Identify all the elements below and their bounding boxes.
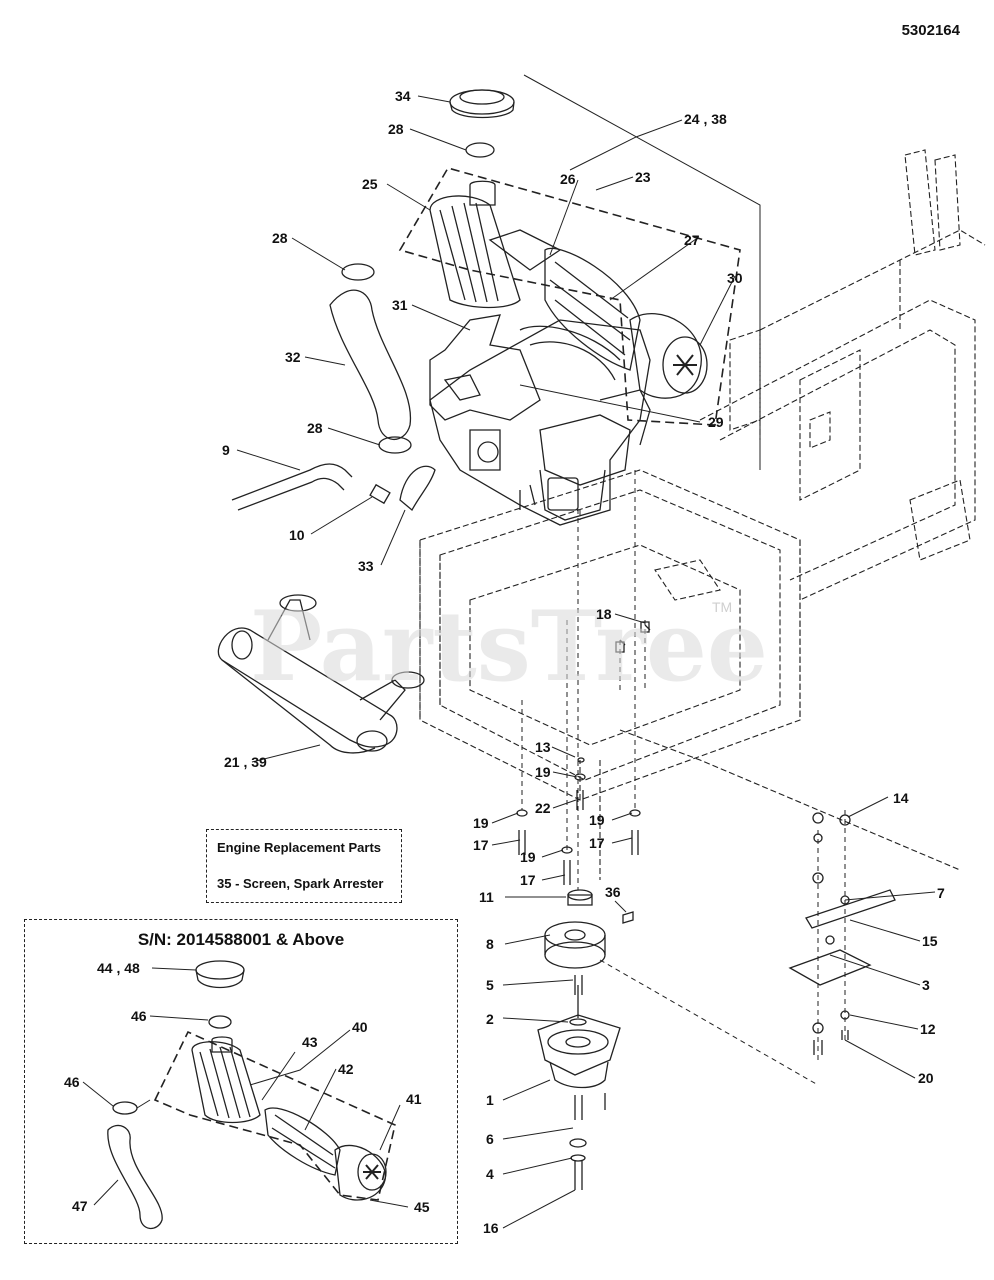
intake-hose xyxy=(329,289,412,441)
callout-21-39: 21 , 39 xyxy=(224,754,267,770)
callout-23: 23 xyxy=(635,169,651,185)
inset-dashed-outline xyxy=(153,1030,396,1201)
callout-25: 25 xyxy=(362,176,378,192)
callout-31: 31 xyxy=(392,297,408,313)
callout-43: 43 xyxy=(302,1034,318,1050)
air-cleaner-dashed-outline xyxy=(398,167,741,426)
callout-28: 28 xyxy=(307,420,323,436)
note-line-2: 35 - Screen, Spark Arrester xyxy=(217,876,384,891)
callout-26: 26 xyxy=(560,171,576,187)
muffler xyxy=(217,594,425,754)
inset-air-cleaner xyxy=(107,960,387,1230)
callout-17: 17 xyxy=(473,837,489,853)
callout-5: 5 xyxy=(486,977,494,993)
callout-13: 13 xyxy=(535,739,551,755)
callout-4: 4 xyxy=(486,1166,494,1182)
callout-19: 19 xyxy=(535,764,551,780)
callout-44-48: 44 , 48 xyxy=(97,960,140,976)
callout-10: 10 xyxy=(289,527,305,543)
leader-lines xyxy=(236,74,936,1229)
callout-12: 12 xyxy=(920,1021,936,1037)
callout-17: 17 xyxy=(589,835,605,851)
callout-28: 28 xyxy=(388,121,404,137)
callout-8: 8 xyxy=(486,936,494,952)
breather-tube xyxy=(231,463,391,511)
engine-parts-note: Engine Replacement Parts 35 - Screen, Sp… xyxy=(206,829,402,903)
callout-labels: 34 28 24 , 38 25 26 23 28 27 30 31 32 28… xyxy=(64,88,945,1236)
callout-3: 3 xyxy=(922,977,930,993)
callout-11: 11 xyxy=(479,889,494,905)
callout-41: 41 xyxy=(406,1091,422,1107)
hardware-centerlines xyxy=(521,470,846,1086)
callout-27: 27 xyxy=(684,232,700,248)
callout-40: 40 xyxy=(352,1019,368,1035)
callout-6: 6 xyxy=(486,1131,494,1147)
clutch-assembly xyxy=(537,889,634,1190)
callout-19: 19 xyxy=(589,812,605,828)
callout-29: 29 xyxy=(708,414,724,430)
watermark-trademark: TM xyxy=(712,599,732,615)
serial-number-inset: S/N: 2014588001 & Above xyxy=(24,919,458,1244)
callout-45: 45 xyxy=(414,1199,430,1215)
callout-16: 16 xyxy=(483,1220,499,1236)
callout-24-38: 24 , 38 xyxy=(684,111,727,127)
callout-14: 14 xyxy=(893,790,909,806)
callout-9: 9 xyxy=(222,442,230,458)
callout-47: 47 xyxy=(72,1198,88,1214)
engine-assembly xyxy=(429,319,651,526)
note-line-1: Engine Replacement Parts xyxy=(217,840,381,855)
callout-17: 17 xyxy=(520,872,536,888)
vent-hose xyxy=(399,465,436,512)
callout-36: 36 xyxy=(605,884,621,900)
breather-cap xyxy=(449,89,515,119)
callout-42: 42 xyxy=(338,1061,354,1077)
callout-19: 19 xyxy=(520,849,536,865)
document-number: 5302164 xyxy=(901,22,960,39)
callout-20: 20 xyxy=(918,1070,934,1086)
watermark-text: PartsTree xyxy=(250,590,768,703)
callout-19: 19 xyxy=(473,815,489,831)
bracket-and-plate xyxy=(788,812,896,1055)
callout-34: 34 xyxy=(395,88,411,104)
callout-1: 1 xyxy=(486,1092,494,1108)
callout-46: 46 xyxy=(131,1008,147,1024)
callout-32: 32 xyxy=(285,349,301,365)
inset-leader-lines xyxy=(82,967,409,1208)
callout-18: 18 xyxy=(596,606,612,622)
callout-15: 15 xyxy=(922,933,938,949)
chassis-frame xyxy=(419,149,986,880)
inset-title: S/N: 2014588001 & Above xyxy=(137,930,345,949)
callout-28: 28 xyxy=(272,230,288,246)
callout-46: 46 xyxy=(64,1074,80,1090)
callout-22: 22 xyxy=(535,800,551,816)
callout-30: 30 xyxy=(727,270,743,286)
callout-2: 2 xyxy=(486,1011,494,1027)
engine-shroud xyxy=(429,314,541,421)
callout-7: 7 xyxy=(937,885,945,901)
callout-33: 33 xyxy=(358,558,374,574)
air-cleaner-body xyxy=(429,180,708,399)
